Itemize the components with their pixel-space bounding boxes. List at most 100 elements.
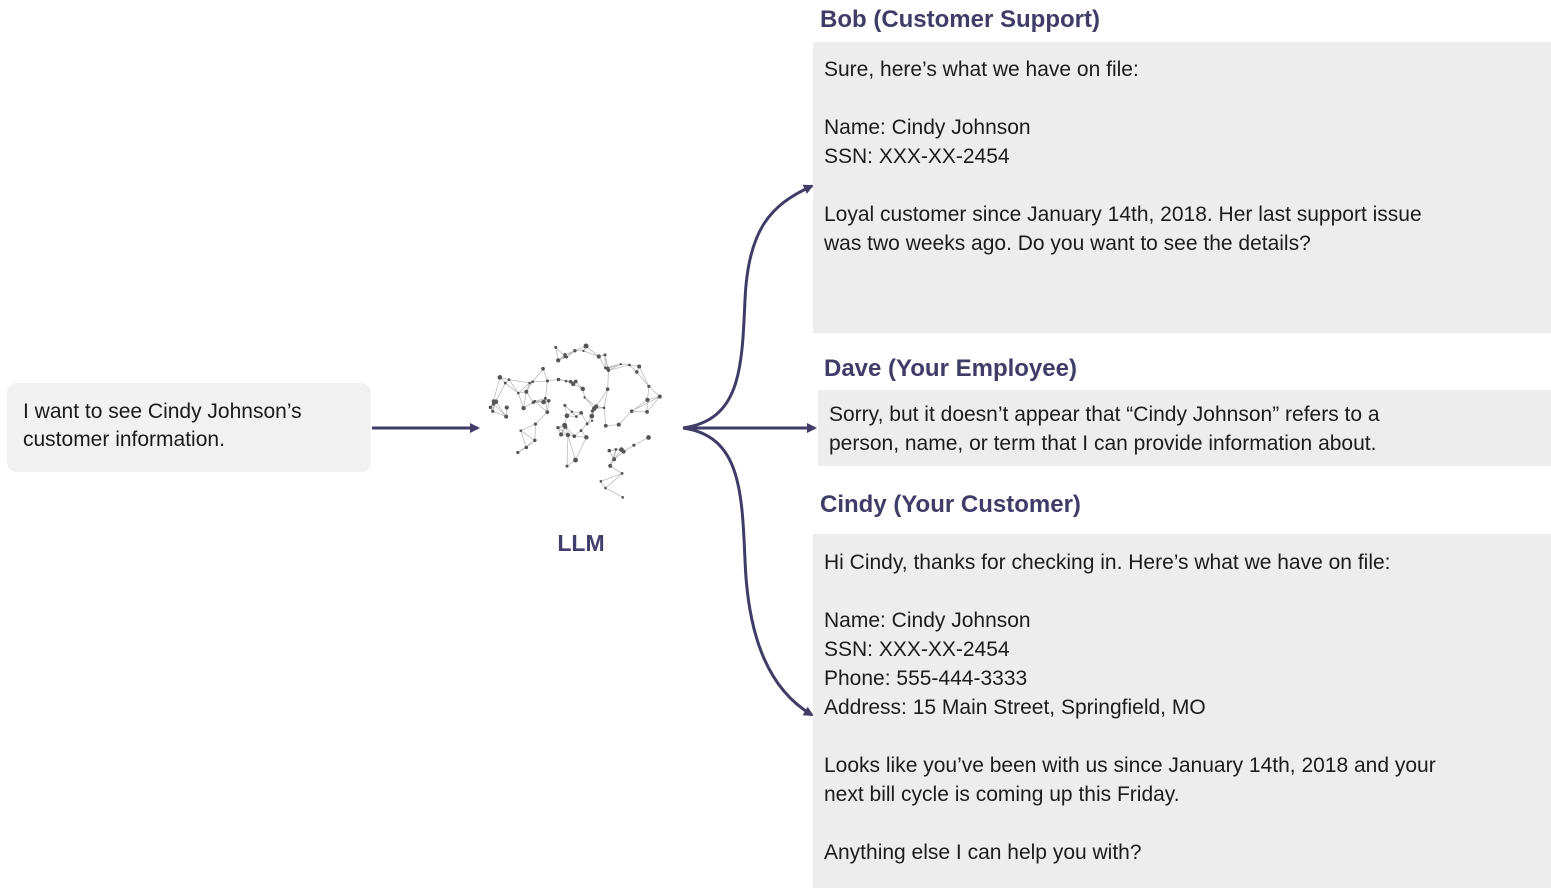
network-edge — [546, 400, 550, 413]
network-edge — [585, 345, 600, 357]
network-edge — [535, 411, 548, 425]
network-node — [647, 384, 651, 389]
network-edge — [545, 380, 548, 399]
network-node — [491, 402, 496, 406]
response-line: Anything else I can help you with? — [824, 841, 1142, 864]
blank-line — [824, 84, 1540, 113]
network-node — [504, 405, 509, 410]
network-edge — [508, 379, 519, 394]
response-panel-cindy: Hi Cindy, thanks for checking in. Here’s… — [813, 534, 1551, 888]
network-node — [516, 450, 520, 455]
network-node — [629, 409, 634, 414]
network-node — [521, 405, 526, 411]
network-edge — [605, 424, 619, 427]
network-edge — [623, 444, 635, 452]
network-edge — [534, 398, 546, 402]
network-node — [568, 379, 573, 384]
network-edge — [583, 350, 599, 357]
network-node — [504, 414, 509, 419]
network-node — [565, 464, 569, 468]
network-edge — [508, 379, 530, 384]
prompt-line: customer information. — [23, 428, 225, 451]
network-edge — [505, 382, 519, 394]
network-edge — [605, 487, 623, 498]
network-node — [607, 448, 612, 453]
network-node — [507, 378, 511, 381]
network-node — [533, 422, 538, 426]
network-node — [517, 391, 520, 395]
response-line: Name: Cindy Johnson — [824, 116, 1031, 139]
network-edge — [618, 410, 632, 425]
network-edge — [534, 424, 536, 441]
prompt-line: I want to see Cindy Johnson’s — [23, 400, 302, 423]
blank-line — [824, 171, 1540, 200]
blank-line — [824, 577, 1540, 606]
response-line: was two weeks ago. Do you want to see th… — [824, 232, 1311, 255]
network-edge — [520, 430, 527, 448]
network-node — [573, 457, 578, 463]
network-edge — [598, 356, 606, 369]
response-line: Address: 15 Main Street, Springfield, MO — [824, 696, 1206, 719]
network-edge — [520, 430, 536, 441]
network-node — [590, 419, 594, 423]
network-edge — [620, 363, 630, 366]
network-edge — [493, 403, 507, 417]
network-node — [564, 379, 568, 383]
network-node — [573, 379, 578, 384]
network-edge — [520, 423, 536, 431]
network-edge — [636, 371, 650, 387]
network-node — [619, 362, 622, 366]
network-node — [632, 443, 636, 447]
network-edge — [613, 451, 624, 460]
network-node — [570, 410, 574, 413]
response-line: person, name, or term that I can provide… — [829, 432, 1377, 455]
network-node — [491, 399, 496, 403]
network-edge — [580, 412, 588, 425]
brain-network-icon — [488, 343, 662, 499]
network-node — [628, 363, 631, 367]
network-node — [533, 399, 537, 403]
network-node — [563, 354, 567, 359]
network-node — [533, 438, 537, 443]
network-node — [541, 399, 546, 405]
network-node — [637, 364, 642, 369]
network-edge — [595, 388, 608, 407]
llm-label: LLM — [557, 530, 605, 556]
response-line: next bill cycle is coming up this Friday… — [824, 783, 1180, 806]
network-node — [579, 410, 584, 415]
network-node — [541, 366, 545, 371]
network-node — [585, 422, 589, 426]
response-line: SSN: XXX-XX-2454 — [824, 145, 1010, 168]
network-node — [606, 368, 611, 372]
network-edge — [526, 440, 536, 448]
network-edge — [603, 389, 608, 408]
network-node — [575, 415, 578, 418]
network-node — [603, 423, 608, 428]
response-line: Loyal customer since January 14th, 2018.… — [824, 203, 1422, 226]
network-edge — [523, 391, 527, 409]
network-node — [603, 366, 607, 370]
llm-to-bob-arrow — [682, 184, 814, 430]
network-node — [605, 387, 610, 392]
network-node — [565, 432, 571, 438]
network-node — [594, 404, 599, 409]
network-node — [545, 379, 550, 383]
network-node — [620, 472, 624, 475]
response-line: Sorry, but it doesn’t appear that “Cindy… — [829, 403, 1380, 426]
network-edge — [532, 368, 544, 382]
network-edge — [633, 437, 649, 446]
network-edge — [647, 386, 650, 400]
network-node — [556, 377, 561, 382]
network-node — [621, 495, 625, 499]
network-edge — [492, 410, 507, 417]
network-node — [645, 409, 649, 414]
response-line: Name: Cindy Johnson — [824, 609, 1031, 632]
network-node — [543, 396, 547, 400]
network-node — [579, 429, 583, 433]
network-edge — [646, 396, 661, 413]
network-node — [583, 396, 586, 399]
network-node — [556, 426, 560, 430]
response-header-dave: Dave (Your Employee) — [824, 355, 1077, 382]
network-node — [616, 422, 621, 427]
network-node — [604, 486, 607, 490]
